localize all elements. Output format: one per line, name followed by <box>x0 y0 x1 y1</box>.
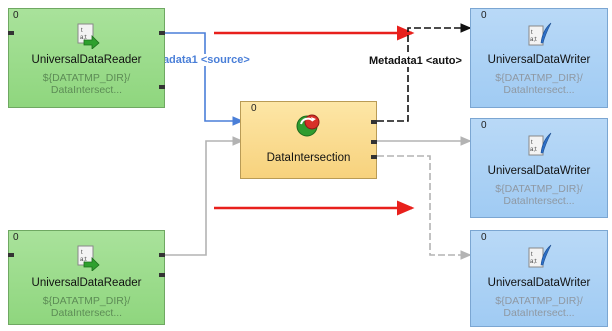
input-port <box>8 31 14 35</box>
svg-text:t: t <box>531 140 533 146</box>
node-title: UniversalDataWriter <box>487 165 591 177</box>
output-port-number: 0 <box>13 10 19 21</box>
data-intersection-node[interactable]: 0 DataIntersection <box>240 101 377 179</box>
reader-arrow-icon: t a;t <box>77 23 100 49</box>
reader-node-bottom[interactable]: 0 t a;t UniversalDataReader ${DATATMP_DI… <box>8 230 165 325</box>
input-port-number: 0 <box>481 10 487 21</box>
node-file: DataIntersect... <box>503 84 575 96</box>
output-port <box>371 120 377 124</box>
node-title: UniversalDataReader <box>31 277 142 289</box>
writer-quill-icon: t a;t <box>528 132 552 156</box>
writer-node-3[interactable]: 0 t a;t UniversalDataWriter ${DATATMP_DI… <box>470 230 608 327</box>
input-port-number: 0 <box>481 120 487 131</box>
node-file: DataIntersect... <box>503 195 575 207</box>
node-title: UniversalDataWriter <box>487 54 591 66</box>
node-path: ${DATATMP_DIR}/ <box>42 72 131 84</box>
svg-text:a;t: a;t <box>530 147 537 153</box>
svg-text:t: t <box>531 30 533 36</box>
output-port-number: 0 <box>13 232 19 243</box>
node-path: ${DATATMP_DIR}/ <box>42 295 131 307</box>
output-port <box>159 31 165 35</box>
writer-quill-icon: t a;t <box>528 22 552 46</box>
svg-text:a;t: a;t <box>530 259 537 265</box>
edge-source-to-intersection[interactable] <box>165 32 244 126</box>
edge-label-source[interactable]: Metadata1 <source> <box>142 54 252 66</box>
svg-text:t: t <box>531 252 533 258</box>
input-port-number: 0 <box>251 103 257 114</box>
node-path: ${DATATMP_DIR}/ <box>495 72 583 84</box>
node-title: UniversalDataReader <box>31 54 142 66</box>
svg-text:a;t: a;t <box>80 257 87 263</box>
reader-arrow-icon: t a;t <box>77 245 100 271</box>
node-title: UniversalDataWriter <box>487 277 591 289</box>
node-file: DataIntersect... <box>50 307 123 319</box>
input-port-number: 0 <box>481 232 487 243</box>
node-path: ${DATATMP_DIR}/ <box>495 295 583 307</box>
writer-quill-icon: t a;t <box>528 244 552 268</box>
output-port <box>159 273 165 277</box>
node-title: DataIntersection <box>266 152 351 164</box>
writer-node-1[interactable]: 0 t a;t UniversalDataWriter ${DATATMP_DI… <box>470 8 608 108</box>
svg-text:t: t <box>81 28 83 34</box>
output-port <box>159 85 165 89</box>
node-file: DataIntersect... <box>503 307 575 319</box>
svg-text:a;t: a;t <box>80 35 87 41</box>
output-port <box>371 140 377 144</box>
output-port <box>371 155 377 159</box>
svg-text:t: t <box>81 250 83 256</box>
reader-node-top[interactable]: 0 t a;t UniversalDataReader ${DATATMP_DI… <box>8 8 165 108</box>
node-file: DataIntersect... <box>50 84 123 96</box>
svg-text:a;t: a;t <box>530 37 537 43</box>
input-port <box>8 253 14 257</box>
node-path: ${DATATMP_DIR}/ <box>495 183 583 195</box>
intersection-icon <box>296 114 320 137</box>
edge-label-auto[interactable]: Metadata1 <auto> <box>367 55 464 67</box>
edge-intersection-to-writer-3[interactable] <box>377 155 472 260</box>
output-port <box>159 253 165 257</box>
edge-reader-bottom-to-intersection[interactable] <box>165 136 244 256</box>
writer-node-2[interactable]: 0 t a;t UniversalDataWriter ${DATATMP_DI… <box>470 118 608 218</box>
edge-intersection-to-writer-1[interactable] <box>377 23 472 122</box>
